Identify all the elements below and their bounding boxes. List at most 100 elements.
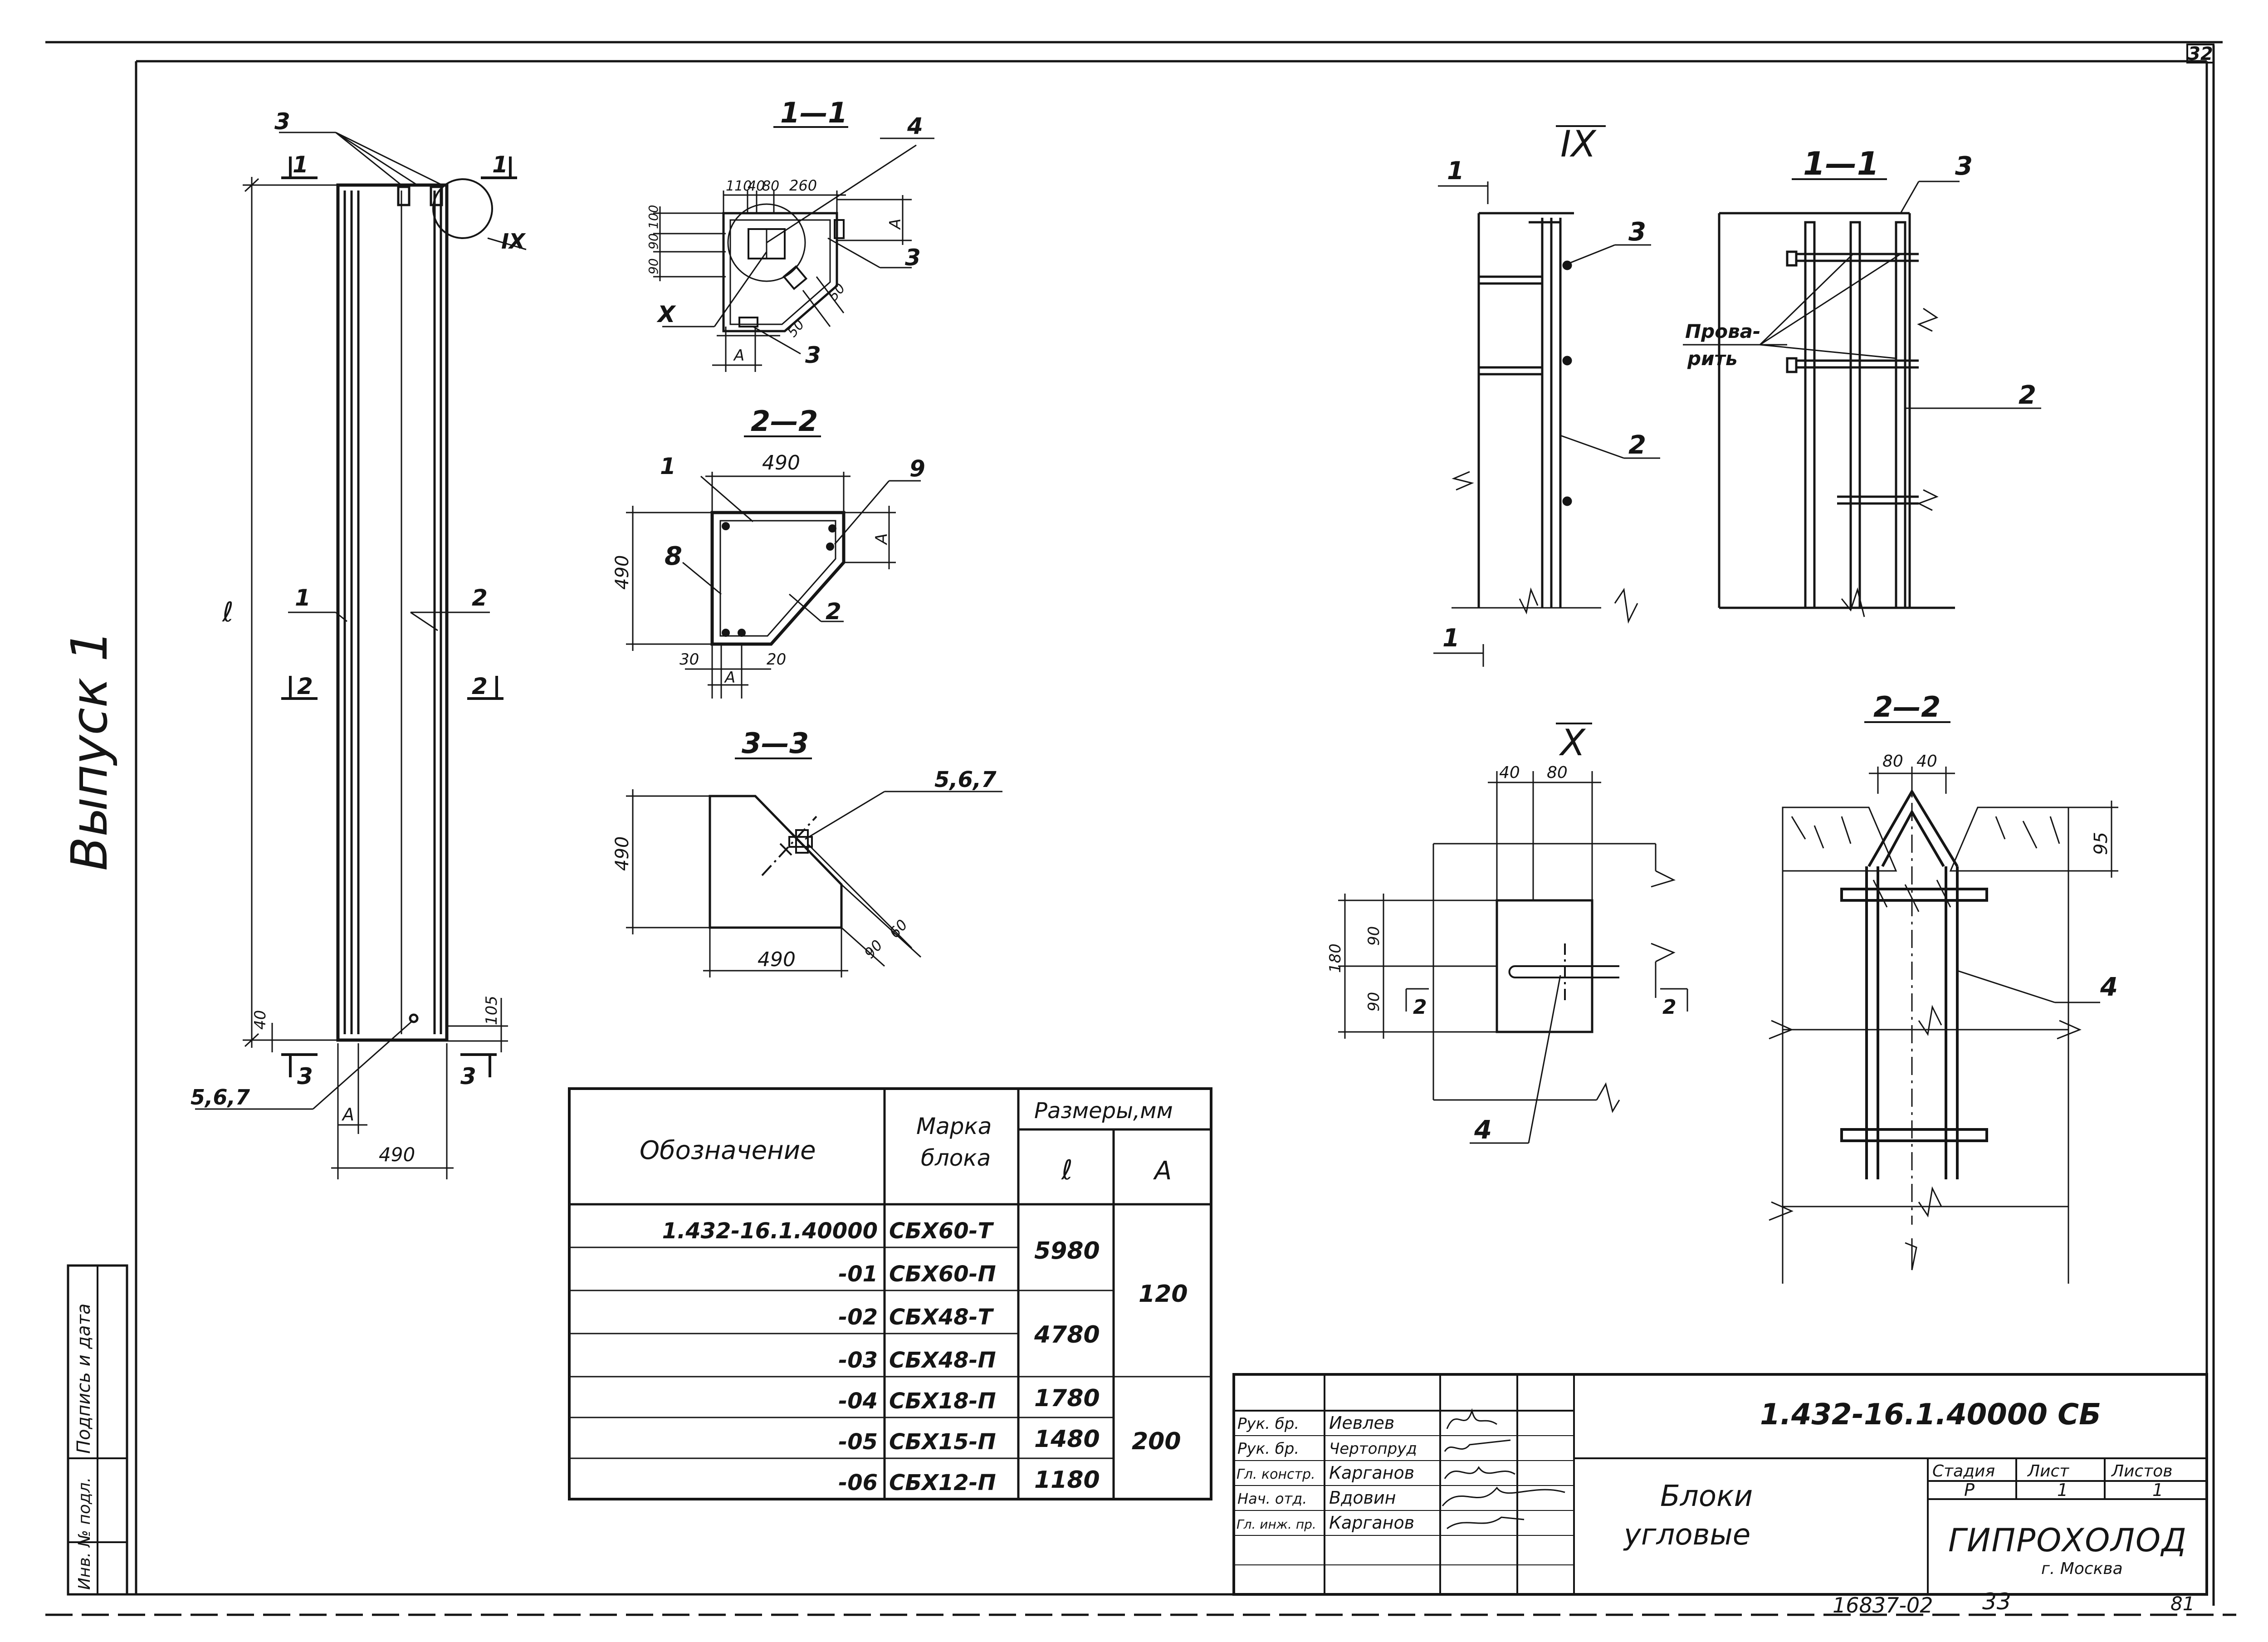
- sec33-dim-90: 90: [861, 937, 886, 962]
- x-sec-dim-95: 95: [2091, 832, 2112, 855]
- elev-node-ix-ref: IX: [501, 229, 526, 254]
- bottom-number: 16837-02: [1833, 1593, 1933, 1618]
- row-mark: СБХ12-П: [889, 1470, 996, 1495]
- sec11-dim-a-bottom: A: [733, 347, 744, 365]
- node-ix-callout-3: 3: [1628, 217, 1646, 247]
- elev-dim-105: 105: [483, 996, 501, 1025]
- tb-organization: ГИПРОХОЛОД: [1948, 1522, 2187, 1559]
- tb-name: Карганов: [1329, 1463, 1414, 1483]
- sec11-dim-40: 40: [748, 178, 765, 194]
- ix-sec-callout-3: 3: [1955, 151, 1973, 181]
- th-designation: Обозначение: [640, 1136, 816, 1165]
- sec11-dim-50a: 50: [784, 317, 807, 340]
- elev-mark-3-left: 3: [297, 1063, 313, 1090]
- tb-sheet-value: 1: [2057, 1480, 2068, 1500]
- tb-role: Нач. отд.: [1237, 1490, 1307, 1507]
- tb-document-code: 1.432-16.1.40000 СБ: [1760, 1398, 2101, 1432]
- signature-date-label: Подпись и дата: [73, 1304, 94, 1454]
- x-sec-title: 2—2: [1873, 690, 1941, 723]
- sec11-dim-a-right: A: [886, 219, 904, 230]
- node-x-dim-90a: 90: [1365, 926, 1383, 946]
- spec-table: Обозначение Марка блока Размеры,мм ℓ A 1…: [568, 1087, 1212, 1500]
- page-number-box: [2186, 44, 2214, 64]
- row-designation: -01: [838, 1261, 878, 1287]
- sec22-title: 2—2: [751, 405, 818, 438]
- sec11-dim-left-90b: 90: [646, 233, 661, 249]
- sec33-dim-60: 60: [886, 916, 911, 942]
- signatures: [1442, 1408, 1565, 1530]
- cell-l-1480: 1480: [1034, 1426, 1100, 1453]
- elev-callout-567: 5,6,7: [191, 1085, 250, 1109]
- sec22-dim-top: 490: [762, 451, 800, 474]
- ix-sec-title: 1—1: [1803, 145, 1879, 182]
- node-ix-title: IX: [1560, 123, 1597, 165]
- row-designation: 1.432-16.1.40000: [662, 1218, 878, 1244]
- node-x-dim-90b: 90: [1365, 992, 1383, 1012]
- tb-name: Чертопруд: [1329, 1440, 1417, 1458]
- sec11-node-x-ref: X: [656, 301, 676, 327]
- node-x-callout-4: 4: [1474, 1115, 1492, 1145]
- node-x-section: 2—2: [1769, 690, 2118, 1284]
- elev-mark-2-right: 2: [472, 673, 488, 699]
- cell-a-200: 200: [1132, 1428, 1181, 1455]
- bottom-sheet: 33: [1982, 1588, 2011, 1615]
- th-mark-line2: блока: [921, 1145, 991, 1171]
- elev-dim-a: A: [341, 1104, 354, 1124]
- elev-length-label: ℓ: [222, 596, 234, 628]
- row-mark: СБХ60-П: [889, 1261, 996, 1287]
- node-x: X: [1326, 722, 1688, 1145]
- node-x-dim-80: 80: [1547, 763, 1568, 782]
- elev-callout-3: 3: [274, 108, 290, 135]
- sec33-dim-left: 490: [612, 836, 633, 871]
- tb-role: Гл. инж. пр.: [1237, 1517, 1316, 1532]
- elev-dim-490: 490: [379, 1144, 415, 1166]
- title-block: Рук. бр. Рук. бр. Гл. констр. Нач. отд. …: [1232, 1373, 2208, 1596]
- row-mark: СБХ18-П: [889, 1388, 996, 1414]
- row-mark: СБХ48-Т: [889, 1305, 994, 1330]
- cell-l-5980: 5980: [1034, 1237, 1100, 1265]
- tb-stage-value: Р: [1964, 1480, 1975, 1500]
- node-x-mark-left: 2: [1413, 996, 1427, 1019]
- tb-stage-label: Стадия: [1932, 1462, 1995, 1481]
- ix-sec-weld-line1: Прова-: [1685, 320, 1760, 342]
- sec11-title: 1—1: [780, 96, 847, 129]
- sec22-callout-2: 2: [826, 598, 841, 625]
- sec33-dim-bottom: 490: [758, 948, 796, 971]
- th-a: A: [1153, 1156, 1172, 1186]
- sec22-callout-9: 9: [909, 455, 925, 482]
- elev-mark-2-left: 2: [297, 673, 313, 699]
- tb-role: Рук. бр.: [1237, 1415, 1299, 1433]
- sec11-dim-left-90a: 90: [646, 258, 661, 274]
- node-x-dim-180: 180: [1326, 943, 1344, 973]
- sec11-callout-3a: 3: [905, 244, 921, 271]
- row-designation: -05: [838, 1429, 878, 1455]
- row-mark: СБХ60-Т: [889, 1218, 994, 1244]
- sec22-dim-20: 20: [767, 650, 786, 669]
- sec22-callout-8: 8: [665, 542, 682, 571]
- x-sec-dim-40: 40: [1916, 752, 1937, 771]
- left-stamp: Подпись и дата Инв. № подл.: [67, 1264, 128, 1596]
- node-ix: IX: [1433, 123, 1660, 667]
- sec22-dim-a-right: A: [872, 533, 891, 545]
- section-3-3: 3—3 5,6,7 490 490 90 60: [612, 727, 1002, 977]
- th-l: ℓ: [1061, 1154, 1073, 1186]
- tb-city: г. Москва: [2041, 1559, 2123, 1578]
- cell-l-1180: 1180: [1034, 1466, 1100, 1494]
- sheet-frame: [45, 41, 2236, 1616]
- sec11-dim-left-100: 100: [646, 205, 661, 229]
- elev-callout-2: 2: [472, 585, 488, 611]
- cell-a-120: 120: [1139, 1280, 1188, 1308]
- cell-l-4780: 4780: [1034, 1321, 1100, 1349]
- elev-mark-3-right: 3: [460, 1063, 476, 1090]
- node-ix-mark-top: 1: [1447, 156, 1464, 185]
- node-x-mark-right: 2: [1662, 996, 1677, 1019]
- elev-mark-1-right: 1: [492, 151, 508, 178]
- series-label: Выпуск 1: [60, 630, 118, 871]
- sec22-callout-1: 1: [660, 453, 676, 479]
- tb-name: Карганов: [1329, 1513, 1414, 1533]
- row-designation: -03: [838, 1348, 878, 1373]
- tb-name: Иевлев: [1329, 1413, 1394, 1433]
- sec33-callout-567: 5,6,7: [934, 767, 997, 792]
- node-ix-callout-2: 2: [1628, 430, 1646, 460]
